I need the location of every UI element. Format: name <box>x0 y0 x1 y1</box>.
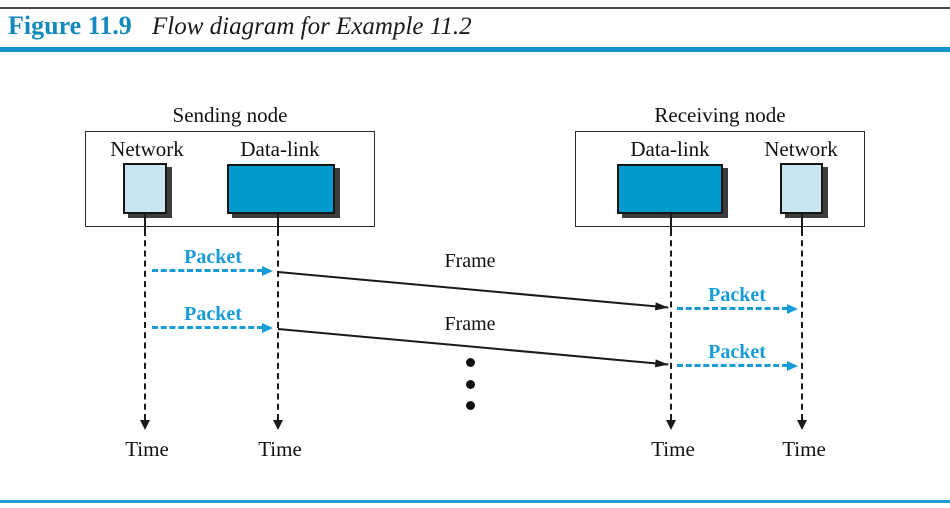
receiving-network-label: Network <box>764 137 838 161</box>
bottom-rule <box>0 500 950 503</box>
receiving-node-title: Receiving node <box>654 103 786 127</box>
receiving-packet-1-arrow <box>677 307 788 310</box>
top-hairline <box>0 7 950 9</box>
receiving-network-timeline <box>801 230 803 420</box>
frame-1-arrow <box>277 271 669 312</box>
header-rule <box>0 47 950 52</box>
sending-packet-1-arrowhead-icon <box>262 266 273 276</box>
sending-datalink-timeline <box>277 230 279 420</box>
sending-network-layer-box <box>123 163 167 214</box>
receiving-network-layer-box <box>780 163 823 214</box>
frame-1-label: Frame <box>444 250 496 272</box>
sending-network-timeline-arrowhead-icon <box>140 420 150 430</box>
receiving-packet-2-arrowhead-icon <box>787 361 798 371</box>
receiving-packet-1-label: Packet <box>708 284 766 306</box>
receiving-network-timeline-stub <box>801 214 803 230</box>
receiving-packet-2-arrow <box>677 364 788 367</box>
receiving-network-timeline-arrowhead-icon <box>797 420 807 430</box>
ellipsis-dot <box>466 380 475 389</box>
sending-packet-2-arrowhead-icon <box>262 323 273 333</box>
ellipsis-dot <box>466 401 475 410</box>
frame-2-label: Frame <box>444 313 496 335</box>
receiving-datalink-layer-box <box>617 164 723 214</box>
sending-datalink-layer-box <box>227 164 335 214</box>
sending-packet-2-arrow <box>152 326 263 329</box>
sending-network-timeline-stub <box>144 214 146 230</box>
receiving-packet-2-label: Packet <box>708 341 766 363</box>
sending-network-label: Network <box>110 137 184 161</box>
sending-packet-1-arrow <box>152 269 263 272</box>
receiving-packet-1-arrowhead-icon <box>787 304 798 314</box>
sending-datalink-time-label: Time <box>258 437 302 461</box>
sending-node-title: Sending node <box>172 103 288 127</box>
receiving-datalink-timeline <box>670 230 672 420</box>
sending-datalink-label: Data-link <box>240 137 320 161</box>
sending-packet-1-label: Packet <box>184 246 242 268</box>
sending-network-timeline <box>144 230 146 420</box>
figure-number-label: Figure 11.9 <box>8 11 132 40</box>
ellipsis-dot <box>466 358 475 367</box>
receiving-datalink-time-label: Time <box>651 437 695 461</box>
receiving-datalink-label: Data-link <box>630 137 710 161</box>
sending-datalink-timeline-stub <box>277 214 279 230</box>
receiving-datalink-timeline-stub <box>670 214 672 230</box>
frame-1-arrowhead-icon <box>654 302 669 312</box>
sending-network-time-label: Time <box>125 437 169 461</box>
receiving-datalink-timeline-arrowhead-icon <box>666 420 676 430</box>
sending-packet-2-label: Packet <box>184 303 242 325</box>
receiving-network-time-label: Time <box>782 437 826 461</box>
figure-caption: Flow diagram for Example 11.2 <box>152 13 472 40</box>
frame-2-arrowhead-icon <box>654 359 669 369</box>
sending-datalink-timeline-arrowhead-icon <box>273 420 283 430</box>
